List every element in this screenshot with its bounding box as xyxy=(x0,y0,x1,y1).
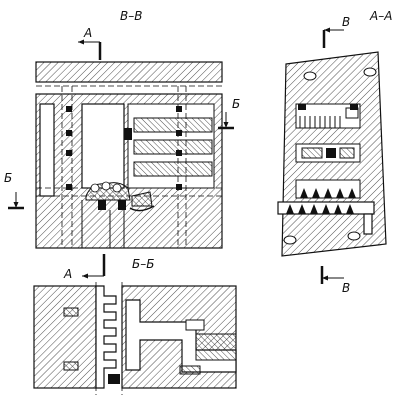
slider-rail-3 xyxy=(133,161,213,177)
bb-insert xyxy=(195,333,237,361)
cut-label-b-right: Б xyxy=(232,97,240,111)
cut-label-a-top: А xyxy=(83,26,92,40)
comb-teeth-bottom xyxy=(300,188,356,198)
left-plate xyxy=(39,103,55,197)
hole-tr xyxy=(363,67,377,77)
slider-clip xyxy=(124,128,132,140)
cut-mark-a-bottom: А xyxy=(63,254,106,281)
cut-mark-b-left: Б xyxy=(4,171,24,210)
comb-teeth-top xyxy=(299,116,341,128)
view-aa-title: А–А xyxy=(369,9,392,23)
hole-br xyxy=(347,231,361,241)
slot-upper-left xyxy=(63,307,79,317)
cut-mark-a-top: А xyxy=(78,26,102,60)
cut-mark-v-bottom: В xyxy=(320,266,350,295)
cut-label-b-left: Б xyxy=(4,171,12,185)
cut-mark-b-right: Б xyxy=(218,97,240,130)
cut-label-v-bottom: В xyxy=(342,281,350,295)
view-bb: Б–Б А xyxy=(33,254,237,395)
bb-left-body xyxy=(33,285,97,389)
cut-label-v-top: В xyxy=(342,15,350,29)
ejector-spikes xyxy=(286,204,354,214)
molded-parts-cluster xyxy=(85,181,155,212)
view-aa: А–А В xyxy=(277,9,392,295)
slot-lower-left xyxy=(63,361,79,371)
bb-clip xyxy=(108,374,120,384)
hole-bl xyxy=(283,235,297,245)
view-bb-title: Б–Б xyxy=(132,257,154,271)
top-wall xyxy=(35,61,223,83)
cut-label-a-bottom: А xyxy=(63,267,72,281)
central-cavity xyxy=(81,103,125,189)
slider-rail-1 xyxy=(133,117,213,133)
slider-rail-2 xyxy=(133,139,213,155)
view-vv: В–В А xyxy=(4,9,240,249)
anchor-squares-vv xyxy=(66,106,182,190)
cut-mark-v-top: В xyxy=(322,15,350,48)
hole-tl xyxy=(303,71,317,81)
comb-plate xyxy=(95,285,117,389)
view-vv-title: В–В xyxy=(120,9,142,23)
